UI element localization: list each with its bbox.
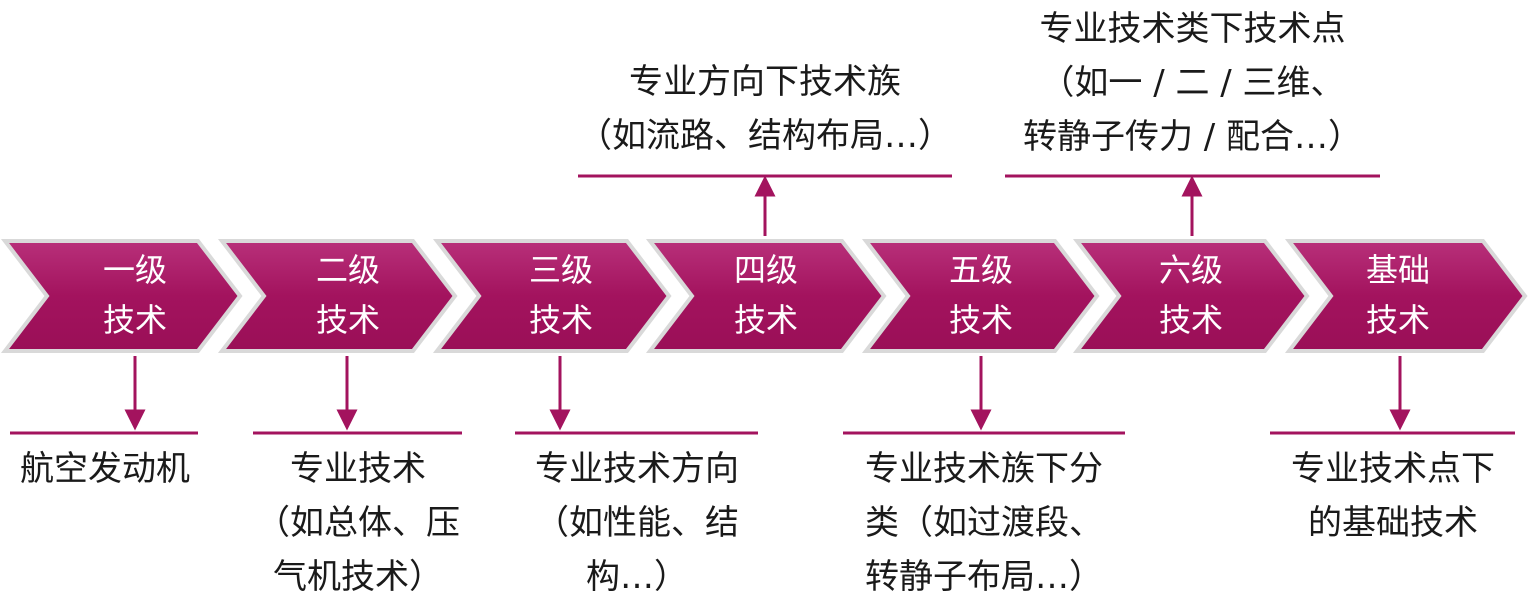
chevron-label-4: 四级 技术 (733, 251, 798, 339)
chevron-label-7: 基础 技术 (1365, 251, 1430, 339)
chevron-level-3 (432, 239, 672, 353)
chevron-level-2 (217, 239, 458, 353)
connector-lines (10, 174, 1515, 435)
bottom-label-level-3: 专业技术方向 （如性能、结 构…） (535, 449, 739, 597)
top-label-level-4: 专业方向下技术族 （如流路、结构布局…） (578, 62, 952, 156)
chevron-level-1 (0, 239, 243, 353)
chevron-label-3: 三级 技术 (528, 251, 593, 339)
chevron-chain (0, 239, 1528, 353)
chevron-label-1: 一级 技术 (102, 251, 167, 339)
chevron-level-5 (861, 239, 1100, 353)
chevron-label-6: 六级 技术 (1158, 251, 1223, 339)
chevron-level-4 (645, 239, 887, 353)
chevron-level-7 (1284, 239, 1528, 353)
bottom-label-level-7: 专业技术点下 的基础技术 (1291, 449, 1495, 543)
bottom-label-level-1: 航空发动机 (20, 449, 190, 489)
bottom-label-level-5: 专业技术族下分 类（如过渡段、 转静子布局…） (865, 449, 1103, 597)
chevron-label-5: 五级 技术 (948, 251, 1013, 339)
chevron-level-6 (1072, 239, 1310, 353)
bottom-label-level-2: 专业技术 （如总体、压 气机技术） (256, 449, 460, 597)
top-label-level-6: 专业技术类下技术点 （如一 / 二 / 三维、 转静子传力 / 配合…） (1022, 9, 1363, 157)
chevron-label-2: 二级 技术 (315, 251, 380, 339)
